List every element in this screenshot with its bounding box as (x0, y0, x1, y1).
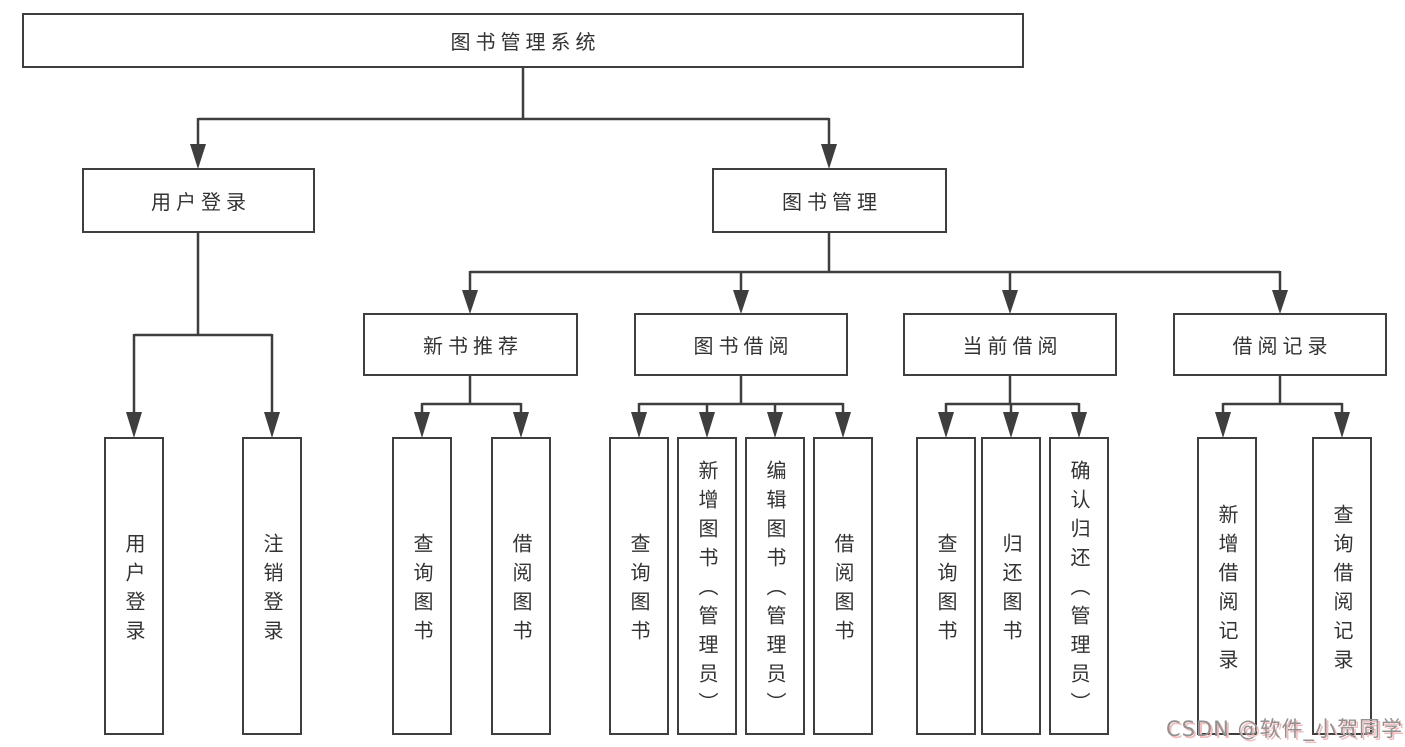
node-new-book-recommend: 新书推荐 (363, 313, 578, 376)
node-book-borrowing-label: 图书借阅 (693, 334, 794, 358)
node-borrow-records: 借阅记录 (1173, 313, 1387, 376)
watermark: CSDN @软件_小贺同学 (1165, 717, 1403, 741)
leaf-edit-books-admin-label: 编辑图书（管理员） (763, 460, 787, 721)
node-book-borrowing: 图书借阅 (634, 313, 848, 376)
node-user-login: 用户登录 (82, 168, 315, 233)
leaf-query-books-newbook: 查询图书 (392, 437, 452, 735)
node-root: 图书管理系统 (22, 13, 1024, 68)
leaf-add-borrow-record-label: 新增借阅记录 (1215, 503, 1239, 678)
leaf-logout-label: 注销登录 (260, 532, 284, 649)
leaf-edit-books-admin: 编辑图书（管理员） (745, 437, 805, 735)
leaf-query-books-newbook-label: 查询图书 (410, 532, 434, 649)
leaf-query-borrow-record: 查询借阅记录 (1312, 437, 1372, 735)
leaf-add-books-admin: 新增图书（管理员） (677, 437, 737, 735)
leaf-query-books-current: 查询图书 (916, 437, 976, 735)
arrowhead-icons (126, 144, 1350, 438)
leaf-query-books-borrow-label: 查询图书 (627, 532, 651, 649)
leaf-return-books-label: 归还图书 (999, 532, 1023, 649)
node-new-book-recommend-label: 新书推荐 (423, 334, 523, 358)
leaf-confirm-return-admin: 确认归还（管理员） (1049, 437, 1109, 735)
node-book-management: 图书管理 (712, 168, 947, 233)
node-borrow-records-label: 借阅记录 (1232, 334, 1333, 358)
node-book-management-label: 图书管理 (782, 190, 882, 214)
leaf-user-login-label: 用户登录 (122, 532, 146, 649)
leaf-return-books: 归还图书 (981, 437, 1041, 735)
leaf-user-login: 用户登录 (104, 437, 164, 735)
node-user-login-label: 用户登录 (151, 190, 251, 214)
leaf-query-books-current-label: 查询图书 (934, 532, 958, 649)
node-current-borrowing-label: 当前借阅 (962, 334, 1063, 358)
leaf-add-books-admin-label: 新增图书（管理员） (695, 460, 719, 721)
leaf-query-books-borrow: 查询图书 (609, 437, 669, 735)
leaf-query-borrow-record-label: 查询借阅记录 (1330, 503, 1354, 678)
leaf-logout: 注销登录 (242, 437, 302, 735)
leaf-borrow-books-newbook-label: 借阅图书 (509, 532, 533, 649)
node-root-label: 图书管理系统 (450, 30, 601, 54)
node-current-borrowing: 当前借阅 (903, 313, 1117, 376)
leaf-borrow-books-label: 借阅图书 (831, 532, 855, 649)
leaf-confirm-return-admin-label: 确认归还（管理员） (1067, 460, 1091, 721)
leaf-add-borrow-record: 新增借阅记录 (1197, 437, 1257, 735)
leaf-borrow-books-newbook: 借阅图书 (491, 437, 551, 735)
leaf-borrow-books: 借阅图书 (813, 437, 873, 735)
